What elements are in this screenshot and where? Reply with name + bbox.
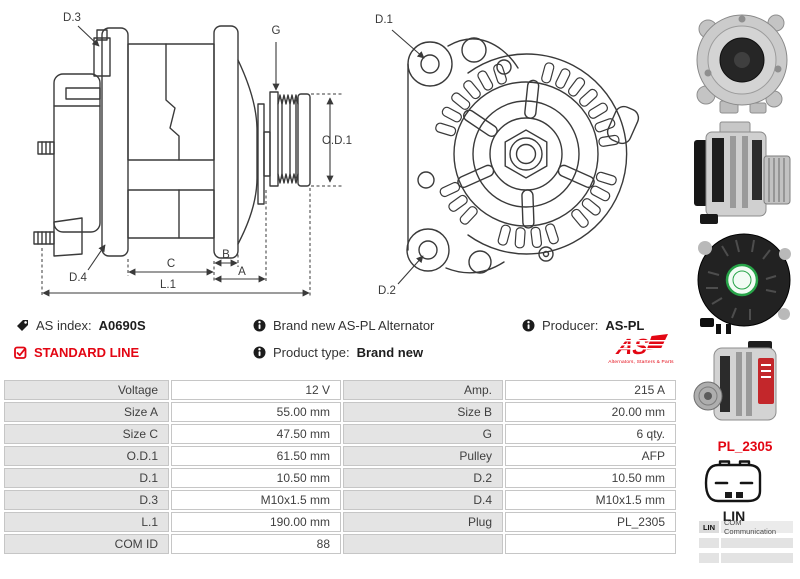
dim-label-d2: D.2: [378, 285, 396, 297]
spec-label: Amp.: [343, 380, 503, 400]
as-index-value: A0690S: [98, 318, 146, 333]
alternator-front-view-diagram: D.1 D.2: [375, 14, 640, 297]
spec-value: 10.50 mm: [171, 468, 341, 488]
standard-line-label: STANDARD LINE: [34, 345, 140, 360]
as-index-label: AS index:: [36, 318, 92, 333]
spec-label: O.D.1: [4, 446, 169, 466]
table-row: Voltage 12 V Amp. 215 A: [4, 380, 676, 400]
spec-value: M10x1.5 mm: [505, 490, 676, 510]
connector-type-label: LIN: [722, 508, 746, 524]
spec-label: G: [343, 424, 503, 444]
spec-label: D.2: [343, 468, 503, 488]
spec-value: PL_2305: [505, 512, 676, 532]
product-photo-front[interactable]: [690, 3, 794, 116]
com-key: LIN: [699, 521, 719, 533]
dim-label-a: A: [238, 266, 246, 278]
standard-line-badge: STANDARD LINE: [14, 345, 139, 360]
plug-connector-diagram: [704, 460, 762, 503]
table-row: L.1 190.00 mm Plug PL_2305: [4, 512, 676, 532]
table-row: Size A 55.00 mm Size B 20.00 mm: [4, 402, 676, 422]
spec-label: COM ID: [4, 534, 169, 554]
spec-value: 88: [171, 534, 341, 554]
product-type-value: Brand new: [356, 345, 424, 360]
table-row: Size C 47.50 mm G 6 qty.: [4, 424, 676, 444]
spec-label: Size B: [343, 402, 503, 422]
spec-value: 61.50 mm: [171, 446, 341, 466]
dim-label-l1: L.1: [160, 279, 176, 291]
com-communication-table: LIN COM Communication: [699, 518, 793, 568]
product-type-label: Product type:: [273, 345, 350, 360]
logo-text: AS: [614, 334, 651, 359]
dim-label-b: B: [222, 249, 230, 261]
description-text: Brand new AS-PL Alternator: [273, 318, 435, 333]
plug-code: PL_2305: [717, 439, 773, 454]
spec-value: 190.00 mm: [171, 512, 341, 532]
spec-value: 20.00 mm: [505, 402, 676, 422]
spec-label: D.4: [343, 490, 503, 510]
info-icon: [253, 319, 266, 332]
producer-label: Producer:: [542, 318, 599, 333]
table-row: COM ID 88: [4, 534, 676, 554]
com-row-placeholder: [699, 553, 793, 563]
table-row: D.3 M10x1.5 mm D.4 M10x1.5 mm: [4, 490, 676, 510]
spec-label: Size C: [4, 424, 169, 444]
alternator-side-view-diagram: D.3 G O.D.1 D.4 C B A L.1: [33, 12, 352, 297]
table-row: O.D.1 61.50 mm Pulley AFP: [4, 446, 676, 466]
spec-value: 215 A: [505, 380, 676, 400]
spec-label: Voltage: [4, 380, 169, 400]
spec-value: 6 qty.: [505, 424, 676, 444]
spec-label: [343, 534, 503, 554]
spec-value: 55.00 mm: [171, 402, 341, 422]
product-photo-side-angled[interactable]: [692, 338, 794, 432]
spec-label: Plug: [343, 512, 503, 532]
com-value: COM Communication: [721, 518, 793, 536]
product-photo-rear[interactable]: [692, 228, 794, 336]
spec-value: [505, 534, 676, 554]
product-description: Brand new AS-PL Alternator: [253, 318, 434, 333]
dim-label-d1: D.1: [375, 14, 393, 26]
spec-value: 47.50 mm: [171, 424, 341, 444]
producer-field: Producer: AS-PL: [522, 318, 644, 333]
info-icon: [522, 319, 535, 332]
table-row: D.1 10.50 mm D.2 10.50 mm: [4, 468, 676, 488]
com-row: LIN COM Communication: [699, 518, 793, 536]
spec-label: Size A: [4, 402, 169, 422]
product-photo-side-pulley[interactable]: [690, 118, 796, 226]
spec-value: 10.50 mm: [505, 468, 676, 488]
info-icon: [253, 346, 266, 359]
spec-value: AFP: [505, 446, 676, 466]
spec-label: D.3: [4, 490, 169, 510]
dim-label-c: C: [167, 258, 175, 270]
dim-label-d3: D.3: [63, 12, 81, 24]
spec-label: D.1: [4, 468, 169, 488]
as-pl-logo: AS Alternators, Starters & Parts: [608, 334, 674, 365]
tag-icon: [17, 320, 28, 331]
spec-label: L.1: [4, 512, 169, 532]
producer-value: AS-PL: [605, 318, 645, 333]
spec-table: Voltage 12 V Amp. 215 A Size A 55.00 mm …: [2, 378, 678, 556]
spec-value: 12 V: [171, 380, 341, 400]
dim-label-d4: D.4: [69, 272, 88, 284]
as-index-field: AS index: A0690S: [16, 318, 146, 333]
dim-label-od1: O.D.1: [322, 135, 352, 147]
com-row-placeholder: [699, 538, 793, 548]
product-type-field: Product type: Brand new: [253, 345, 423, 360]
spec-value: M10x1.5 mm: [171, 490, 341, 510]
spec-label: Pulley: [343, 446, 503, 466]
logo-tagline: Alternators, Starters & Parts: [608, 359, 674, 365]
dim-label-g: G: [272, 25, 281, 37]
checked-checkbox-icon: [14, 346, 27, 359]
